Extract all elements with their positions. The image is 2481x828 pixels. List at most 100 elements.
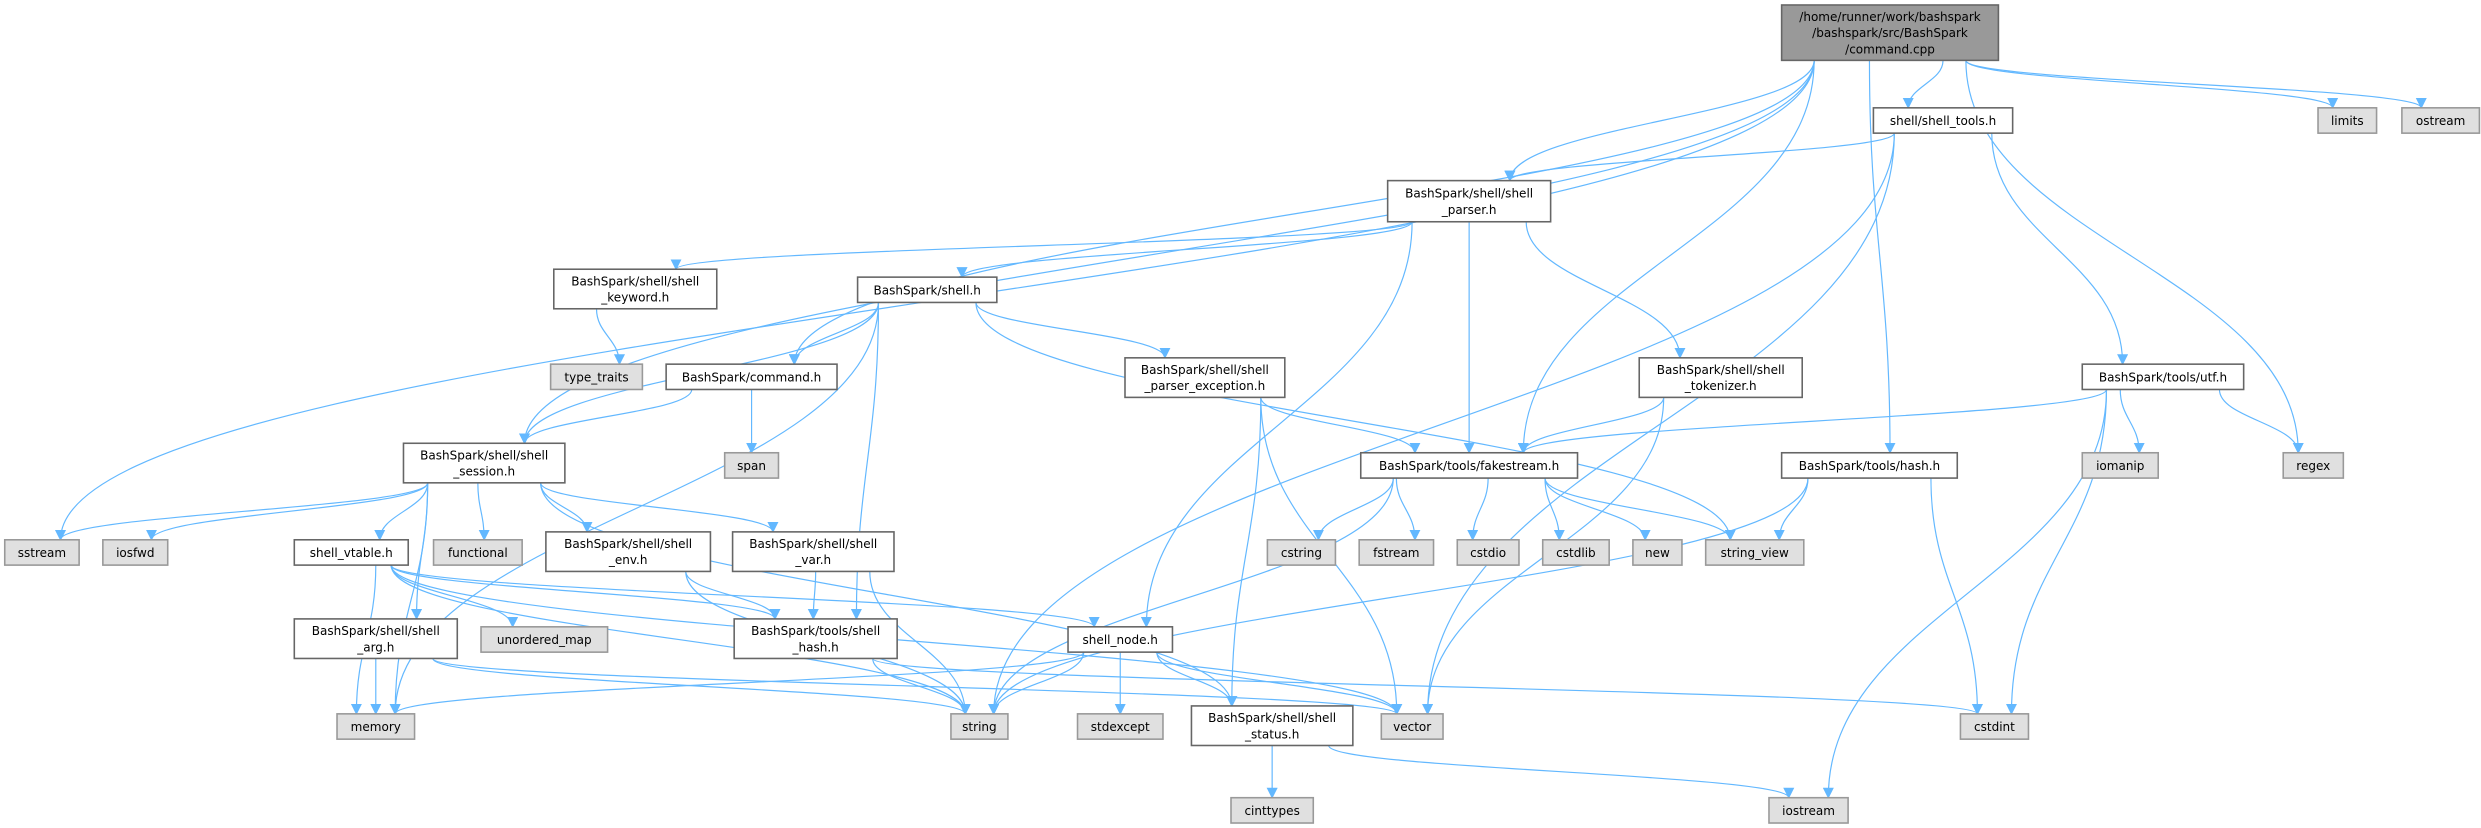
node-string-view[interactable]: string_view bbox=[1704, 538, 1805, 566]
node-box bbox=[1067, 626, 1174, 653]
node-tokenizer[interactable]: BashSpark/shell/shell_tokenizer.h bbox=[1638, 357, 1803, 399]
node-label: /home/runner/work/bashspark bbox=[1799, 10, 1981, 24]
node-ostream[interactable]: ostream bbox=[2401, 107, 2481, 134]
node-env[interactable]: BashSpark/shell/shell_env.h bbox=[545, 531, 712, 573]
node-session[interactable]: BashSpark/shell/shell_session.h bbox=[402, 442, 566, 484]
edge-shell_node-to-vector bbox=[1156, 651, 1403, 715]
node-cstring[interactable]: cstring bbox=[1266, 538, 1337, 566]
edge-arg-to-vector bbox=[432, 657, 1402, 715]
node-shell-node[interactable]: shell_node.h bbox=[1067, 626, 1174, 653]
node-shell-h[interactable]: BashSpark/shell.h bbox=[856, 276, 998, 304]
node-root[interactable]: /home/runner/work/bashspark/bashspark/sr… bbox=[1780, 4, 2000, 62]
node-box bbox=[336, 713, 416, 740]
node-box bbox=[1386, 179, 1552, 223]
node-iosfwd[interactable]: iosfwd bbox=[102, 538, 169, 566]
node-label: _hash.h bbox=[792, 640, 839, 654]
node-type-traits[interactable]: type_traits bbox=[549, 363, 644, 391]
node-label: BashSpark/shell/shell bbox=[312, 624, 440, 638]
node-new[interactable]: new bbox=[1632, 538, 1683, 566]
node-box bbox=[1456, 538, 1520, 566]
node-cstdio[interactable]: cstdio bbox=[1456, 538, 1520, 566]
node-label: iostream bbox=[1782, 804, 1835, 818]
node-label: BashSpark/shell/shell bbox=[571, 274, 699, 288]
node-label: BashSpark/shell/shell bbox=[1208, 711, 1336, 725]
node-box bbox=[553, 268, 718, 310]
nodes-layer: /home/runner/work/bashspark/bashspark/sr… bbox=[3, 4, 2481, 824]
edge-status-to-iostream bbox=[1328, 744, 1795, 799]
node-stdexcept[interactable]: stdexcept bbox=[1076, 713, 1164, 740]
node-label: functional bbox=[448, 546, 508, 560]
edge-hash-to-cstdint bbox=[1930, 478, 1983, 715]
node-label: iosfwd bbox=[116, 546, 154, 560]
edge-shell_node-to-memory bbox=[389, 651, 1085, 715]
edge-parser_exc-to-status bbox=[1226, 397, 1262, 708]
edge-utf-to-iomanip bbox=[2119, 389, 2145, 454]
node-label: sstream bbox=[18, 546, 66, 560]
edge-shell_h-to-string_view bbox=[975, 302, 1736, 541]
node-iomanip[interactable]: iomanip bbox=[2081, 451, 2160, 479]
edge-root-to-hash bbox=[1868, 60, 1896, 454]
edge-command_h-to-session bbox=[519, 389, 693, 445]
node-string[interactable]: string bbox=[950, 713, 1009, 740]
node-unordered-map[interactable]: unordered_map bbox=[480, 626, 609, 653]
node-label: shell/shell_tools.h bbox=[1890, 114, 1996, 128]
edge-hash-to-string bbox=[988, 478, 1809, 715]
node-status[interactable]: BashSpark/shell/shell _status.h bbox=[1190, 705, 1354, 747]
node-label: _status.h bbox=[1244, 727, 1299, 741]
node-iostream[interactable]: iostream bbox=[1768, 796, 1849, 824]
node-arg[interactable]: BashSpark/shell/shell_arg.h bbox=[293, 618, 459, 660]
node-hash[interactable]: BashSpark/tools/hash.h bbox=[1780, 451, 1959, 479]
node-label: BashSpark/shell/shell bbox=[1657, 363, 1785, 377]
node-regex[interactable]: regex bbox=[2282, 451, 2345, 479]
node-sstream[interactable]: sstream bbox=[3, 538, 80, 566]
node-functional[interactable]: functional bbox=[432, 538, 523, 566]
node-label: ostream bbox=[2416, 114, 2465, 128]
node-label: BashSpark/tools/shell bbox=[751, 624, 880, 638]
node-parser-exc[interactable]: BashSpark/shell/shell_parser_exception.h bbox=[1124, 357, 1286, 399]
edge-utf-to-fakestream bbox=[1517, 388, 2108, 454]
node-label: cstdio bbox=[1470, 546, 1506, 560]
node-shell-hash[interactable]: BashSpark/tools/shell _hash.h bbox=[733, 618, 898, 660]
node-box bbox=[3, 538, 80, 566]
node-label: string_view bbox=[1721, 546, 1789, 560]
node-fstream[interactable]: fstream bbox=[1358, 538, 1435, 566]
node-label: iomanip bbox=[2096, 459, 2144, 473]
node-keyword[interactable]: BashSpark/shell/shell _keyword.h bbox=[553, 268, 718, 310]
edge-utf-to-cstdint bbox=[2005, 389, 2108, 715]
node-command-h[interactable]: BashSpark/command.h bbox=[665, 363, 838, 391]
edge-root-to-ostream bbox=[1965, 59, 2427, 109]
node-label: cstdint bbox=[1974, 720, 2015, 734]
edge-shell_node-to-status bbox=[1156, 652, 1238, 708]
edge-keyword-to-type_traits bbox=[595, 308, 625, 366]
node-span[interactable]: span bbox=[723, 451, 780, 479]
node-box bbox=[1632, 538, 1683, 566]
node-label: shell_vtable.h bbox=[310, 546, 393, 560]
node-vtable[interactable]: shell_vtable.h bbox=[293, 538, 410, 566]
node-label: string bbox=[962, 720, 997, 734]
edge-vtable-to-unordered_map bbox=[390, 565, 519, 628]
node-label: stdexcept bbox=[1091, 720, 1150, 734]
node-parser[interactable]: BashSpark/shell/shell_parser.h bbox=[1386, 179, 1552, 223]
node-box bbox=[731, 531, 895, 573]
node-fakestream[interactable]: BashSpark/tools/fakestream.h bbox=[1359, 451, 1579, 479]
edge-parser-to-tokenizer bbox=[1525, 221, 1686, 359]
node-vector[interactable]: vector bbox=[1380, 713, 1444, 740]
node-cinttypes[interactable]: cinttypes bbox=[1230, 796, 1315, 824]
node-box bbox=[2282, 451, 2345, 479]
edge-shell_tools-to-string bbox=[988, 133, 1895, 715]
edge-parser_exc-to-fakestream bbox=[1260, 397, 1421, 454]
edge-shell_tools-to-parser bbox=[1504, 132, 1895, 182]
node-label: BashSpark/shell.h bbox=[873, 283, 980, 297]
node-cstdint[interactable]: cstdint bbox=[1959, 713, 2030, 740]
node-box bbox=[1780, 4, 2000, 62]
node-box bbox=[665, 363, 838, 391]
node-limits[interactable]: limits bbox=[2317, 107, 2378, 134]
node-cstdlib[interactable]: cstdlib bbox=[1541, 538, 1610, 566]
edge-fakestream-to-new bbox=[1544, 478, 1651, 541]
node-var[interactable]: BashSpark/shell/shell_var.h bbox=[731, 531, 895, 573]
node-utf[interactable]: BashSpark/tools/utf.h bbox=[2081, 363, 2245, 391]
node-label: /command.cpp bbox=[1845, 42, 1935, 56]
node-memory[interactable]: memory bbox=[336, 713, 416, 740]
node-label: _keyword.h bbox=[600, 291, 669, 305]
node-shell-tools[interactable]: shell/shell_tools.h bbox=[1872, 107, 2014, 134]
